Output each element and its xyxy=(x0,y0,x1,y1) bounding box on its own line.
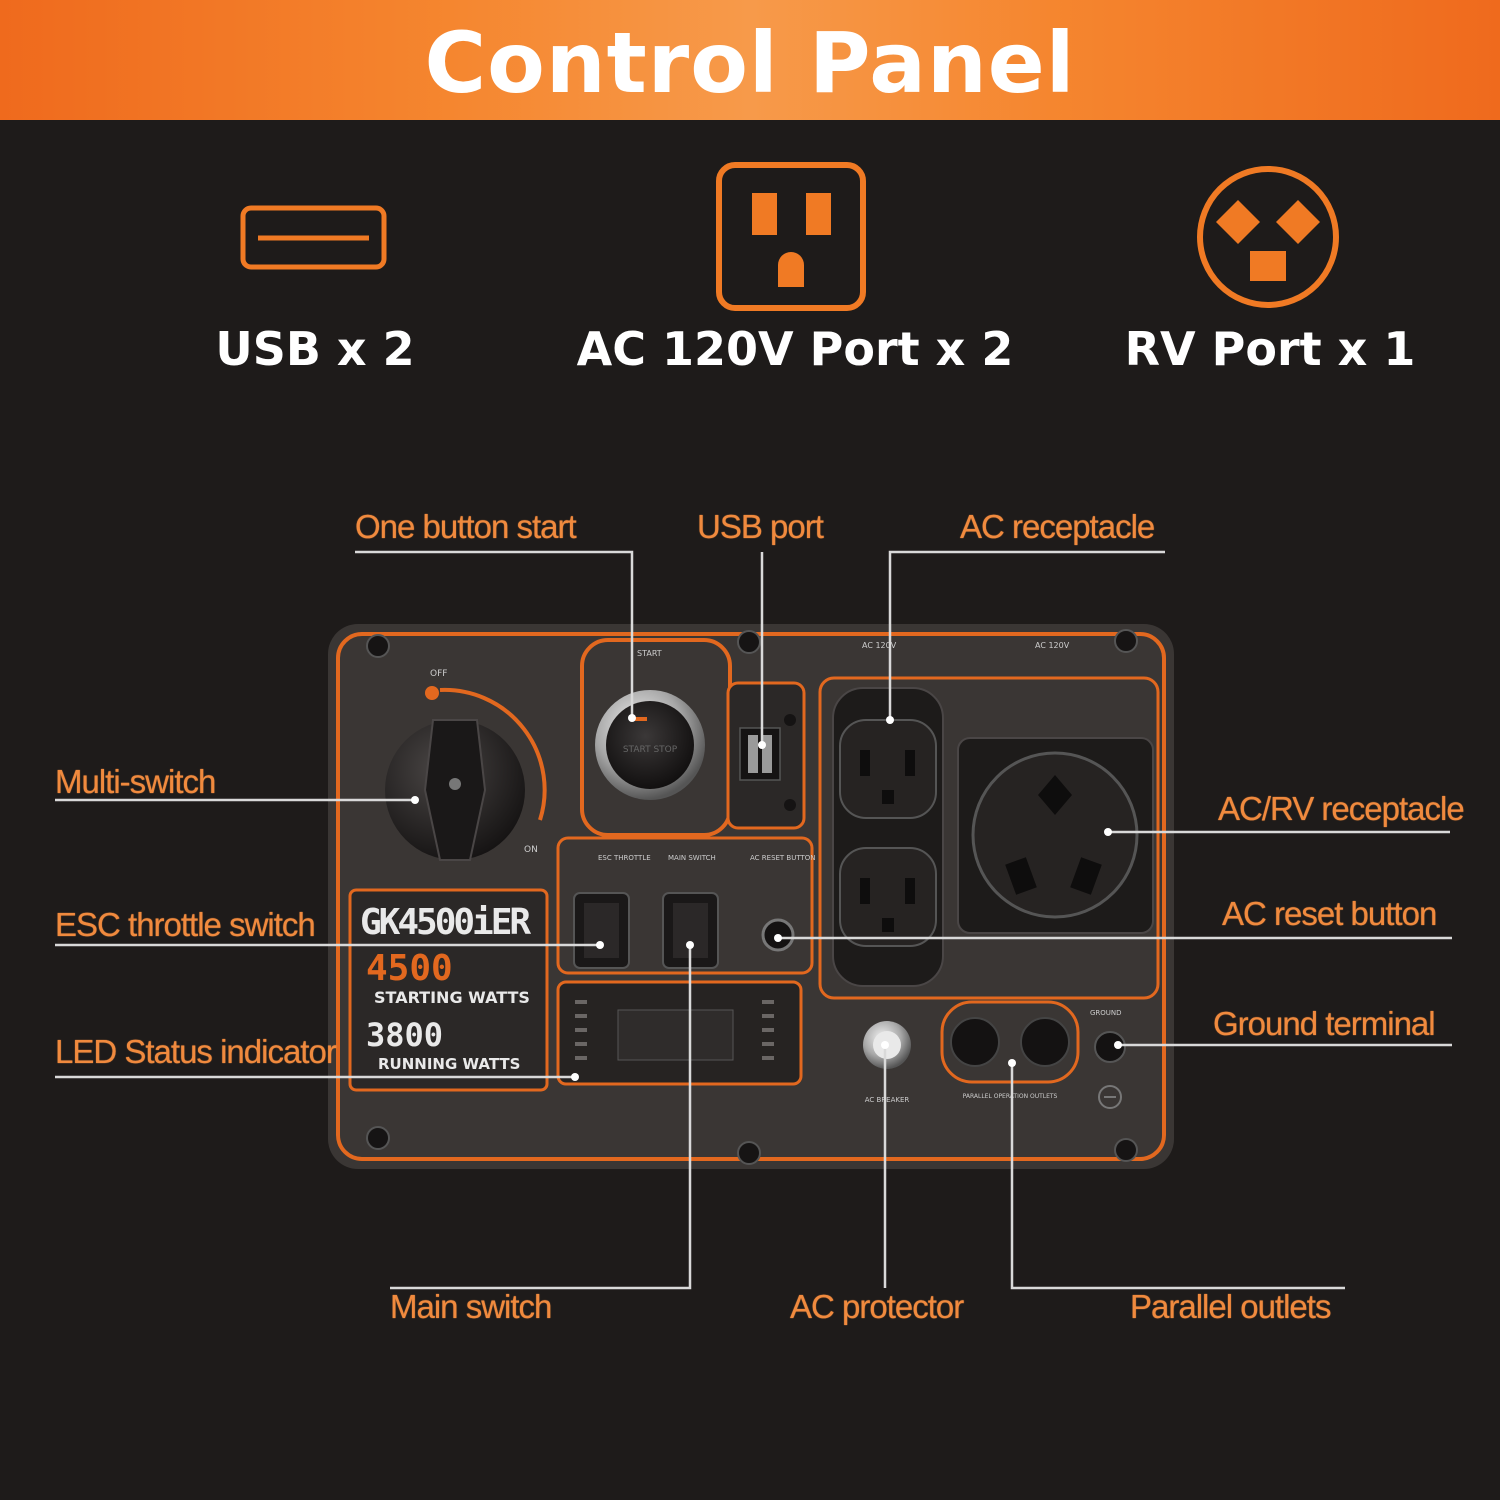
usb-port-label: USB x 2 xyxy=(215,322,415,376)
callout-one-button-start: One button start xyxy=(355,508,577,545)
ac-120-left-label: AC 120V xyxy=(862,641,897,650)
callout-usb-port: USB port xyxy=(697,508,824,545)
callout-multi-switch: Multi-switch xyxy=(55,763,216,800)
ac-rv-receptacle[interactable] xyxy=(957,737,1154,934)
esc-label: ESC THROTTLE xyxy=(598,854,651,862)
ac-120-right-label: AC 120V xyxy=(1035,641,1070,650)
starting-watts-value: 4500 xyxy=(366,948,453,989)
callout-led-status-indicator: LED Status indicator xyxy=(55,1033,337,1070)
callout-parallel-outlets: Parallel outlets xyxy=(1130,1288,1331,1325)
leader-lines xyxy=(55,550,1452,1290)
knob-off-label: OFF xyxy=(430,669,447,679)
callout-ac-protector: AC protector xyxy=(790,1288,964,1325)
title-bar xyxy=(0,0,1500,120)
running-watts-value: 3800 xyxy=(366,1016,443,1054)
breaker-label: AC BREAKER xyxy=(865,1096,910,1104)
callout-ac-reset-button: AC reset button xyxy=(1222,895,1437,932)
page-title: Control Panel xyxy=(424,14,1076,112)
ground-label: GROUND xyxy=(1090,1009,1122,1017)
model-plate: GK4500iER 4500 STARTING WATTS 3800 RUNNI… xyxy=(348,888,549,1092)
usb-port-icon xyxy=(240,205,387,270)
multi-switch-knob[interactable]: OFF ON xyxy=(385,669,547,861)
callout-ac-rv-receptacle: AC/RV receptacle xyxy=(1218,790,1465,827)
callout-ac-receptacle: AC receptacle xyxy=(960,508,1155,545)
starting-watts-label: STARTING WATTS xyxy=(374,988,530,1007)
main-switch-panel-label: MAIN SWITCH xyxy=(668,854,716,862)
ac-outlet-icon xyxy=(716,162,866,311)
callout-esc-throttle-switch: ESC throttle switch xyxy=(55,906,316,943)
port-icons xyxy=(240,162,1339,311)
rv-outlet-icon xyxy=(1197,166,1339,308)
start-button-text: START STOP xyxy=(623,745,678,755)
running-watts-label: RUNNING WATTS xyxy=(378,1055,520,1073)
usb-port-module[interactable] xyxy=(726,681,806,830)
esc-throttle-rocker[interactable] xyxy=(573,892,630,969)
start-label: START xyxy=(637,649,662,658)
rv-port-label: RV Port x 1 xyxy=(1124,322,1416,376)
ground-terminal[interactable]: GROUND xyxy=(1090,1009,1126,1109)
ac-port-label: AC 120V Port x 2 xyxy=(576,322,1014,376)
led-status-indicator xyxy=(556,980,803,1086)
callout-ground-terminal: Ground terminal xyxy=(1213,1005,1436,1042)
reset-label: AC RESET BUTTON xyxy=(750,854,816,862)
model-name: GK4500iER xyxy=(360,902,531,943)
panel-screws xyxy=(366,629,1138,1165)
parallel-outlets[interactable]: PARALLEL OPERATION OUTLETS xyxy=(940,1000,1080,1100)
knob-on-label: ON xyxy=(524,845,538,855)
callout-main-switch: Main switch xyxy=(390,1288,552,1325)
parallel-label: PARALLEL OPERATION OUTLETS xyxy=(963,1093,1058,1100)
ac-duplex-receptacle[interactable] xyxy=(832,687,944,987)
